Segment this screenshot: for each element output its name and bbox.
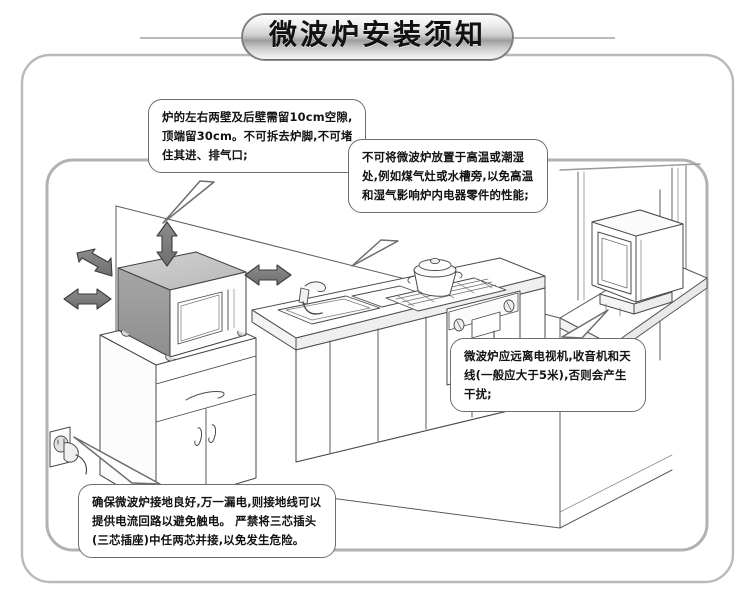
faucet	[298, 281, 326, 315]
kitchen-sink	[277, 285, 429, 325]
callout-clearance: 炉的左右两壁及后壁需留10cm空隙,顶端留30cm。不可拆去炉脚,不可堵住其进、…	[148, 99, 366, 173]
callout-tails	[73, 180, 609, 485]
arrow-left-upper	[76, 248, 113, 277]
tail-tv	[561, 309, 609, 339]
callout-heat-moisture: 不可将微波炉放置于高温或潮湿处,例如煤气灶或水槽旁,以免高温和湿气影响炉内电器零…	[348, 139, 548, 213]
tail-heat	[351, 239, 399, 267]
callout-grounding: 确保微波炉接地良好,万一漏电,则接地线可以提供电流回路以避免触电。 严禁将三芯插…	[78, 484, 336, 558]
tail-ground	[73, 436, 161, 485]
arrow-left-lower	[63, 288, 112, 310]
callout-clearance-text: 炉的左右两壁及后壁需留10cm空隙,顶端留30cm。不可拆去炉脚,不可堵住其进、…	[162, 110, 353, 162]
callout-tv-interference-text: 微波炉应远离电视机,收音机和天线(一般应大于5米),否则会产生干扰;	[464, 349, 631, 401]
arrow-right	[244, 264, 292, 286]
callout-grounding-text: 确保微波炉接地良好,万一漏电,则接地线可以提供电流回路以避免触电。 严禁将三芯插…	[92, 495, 322, 547]
tail-clearance	[162, 180, 215, 224]
clearance-arrows	[63, 221, 292, 310]
cooking-pot	[407, 257, 463, 297]
microwave-oven	[117, 251, 247, 362]
callout-tv-interference: 微波炉应远离电视机,收音机和天线(一般应大于5米),否则会产生干扰;	[450, 338, 646, 412]
callout-heat-moisture-text: 不可将微波炉放置于高温或潮湿处,例如煤气灶或水槽旁,以免高温和湿气影响炉内电器零…	[362, 150, 534, 202]
arrow-top	[156, 221, 178, 267]
television	[591, 209, 684, 317]
power-plug	[63, 442, 88, 475]
